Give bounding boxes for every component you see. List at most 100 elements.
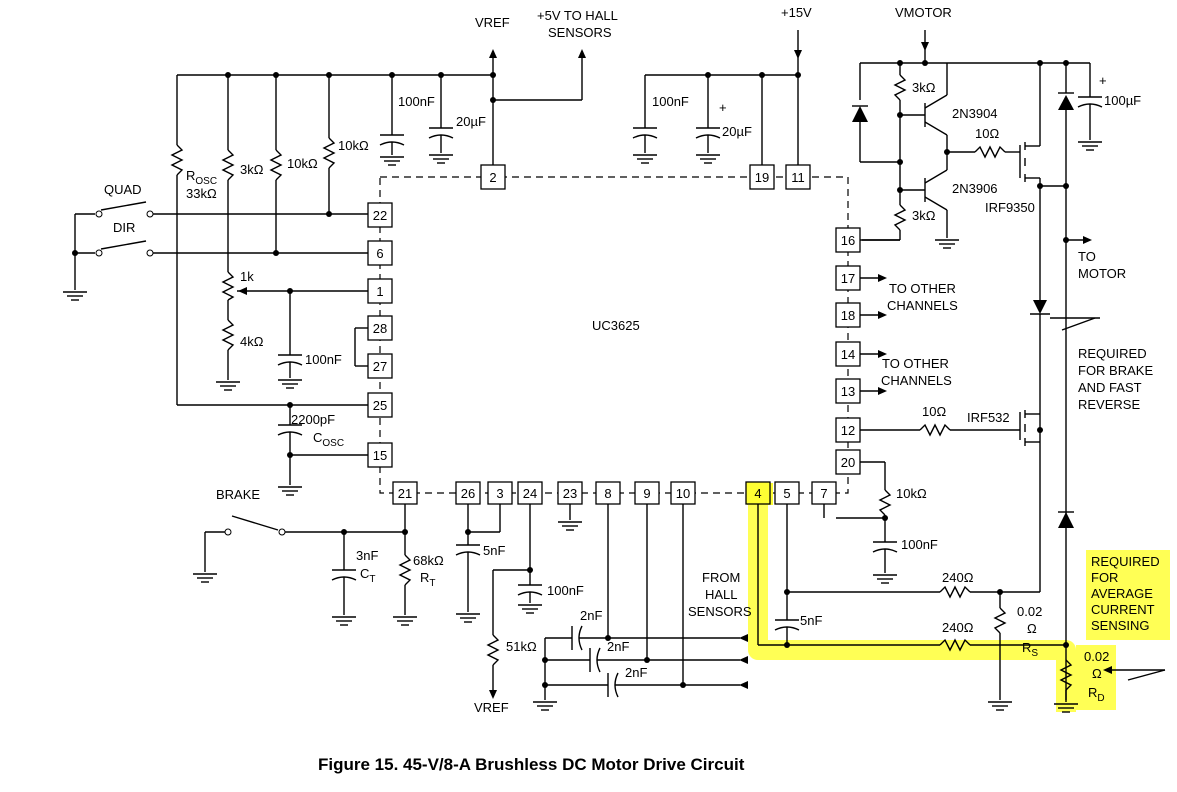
to-other-channels-a-2: CHANNELS [887,298,958,313]
svg-text:0.02: 0.02 [1084,649,1109,664]
right-side-wiring [823,239,1020,584]
svg-text:RD: RD [1088,685,1105,704]
pin-19: 19 [749,164,775,190]
svg-text:3nF: 3nF [356,548,378,563]
svg-text:2N3906: 2N3906 [952,181,998,196]
pin-1: 1 [367,278,393,304]
svg-text:10Ω: 10Ω [922,404,946,419]
to-motor-label: TO [1078,249,1096,264]
vref-bottom-label: VREF [474,700,509,715]
svg-text:23: 23 [563,486,577,501]
pin-7: 7 [811,481,837,505]
svg-text:22: 22 [373,208,387,223]
svg-text:3: 3 [496,486,503,501]
svg-text:2: 2 [489,170,496,185]
chip-outline [379,176,849,494]
pin-18: 18 [835,302,861,328]
pin-23: 23 [557,481,583,505]
svg-text:+: + [1099,73,1107,88]
pin-8: 8 [595,481,621,505]
v15-label: +15V [781,5,812,20]
svg-text:10kΩ: 10kΩ [338,138,369,153]
svg-text:RT: RT [420,570,436,589]
svg-text:100nF: 100nF [398,94,435,109]
svg-text:20: 20 [841,455,855,470]
svg-text:17: 17 [841,271,855,286]
svg-text:ROSC: ROSC [186,168,217,187]
avg-current-note-3: AVERAGE [1091,586,1153,601]
pin-12: 12 [835,417,861,443]
svg-text:100nF: 100nF [901,537,938,552]
svg-text:CT: CT [360,566,376,585]
pin-9: 9 [634,481,660,505]
to-other-channels-b-2: CHANNELS [881,373,952,388]
vmotor-section [852,30,1103,700]
svg-text:2200pF: 2200pF [291,412,335,427]
pin-26: 26 [455,481,481,505]
svg-text:20µF: 20µF [456,114,486,129]
svg-text:10Ω: 10Ω [975,126,999,141]
top-rails [177,30,802,165]
pin-5: 5 [774,481,800,505]
svg-text:4kΩ: 4kΩ [240,334,264,349]
svg-text:1: 1 [376,284,383,299]
svg-text:3kΩ: 3kΩ [912,208,936,223]
svg-text:2nF: 2nF [625,665,647,680]
svg-text:19: 19 [755,170,769,185]
svg-text:5nF: 5nF [800,613,822,628]
svg-text:2nF: 2nF [580,608,602,623]
svg-text:100nF: 100nF [652,94,689,109]
vmotor-label: VMOTOR [895,5,952,20]
pin-27: 27 [367,353,393,379]
svg-text:10: 10 [676,486,690,501]
svg-text:20µF: 20µF [722,124,752,139]
svg-text:3kΩ: 3kΩ [912,80,936,95]
top-middle-caps [632,75,721,164]
svg-text:28: 28 [373,321,387,336]
svg-text:240Ω: 240Ω [942,570,974,585]
figure-caption: Figure 15. 45-V/8-A Brushless DC Motor D… [318,755,745,774]
avg-current-note: REQUIRED [1091,554,1160,569]
svg-text:11: 11 [791,170,805,185]
pin-28: 28 [367,315,393,341]
pin-24: 24 [517,481,543,505]
pin-11: 11 [785,164,811,190]
svg-text:21: 21 [398,486,412,501]
hall-supply-label: +5V TO HALL [537,8,618,23]
svg-text:IRF532: IRF532 [967,410,1010,425]
svg-text:5nF: 5nF [483,543,505,558]
pin-15: 15 [367,442,393,468]
pin-4: 4 [745,481,771,505]
svg-text:RS: RS [1022,640,1038,659]
svg-text:16: 16 [841,233,855,248]
chip-name: UC3625 [592,318,640,333]
svg-text:24: 24 [523,486,537,501]
pin-13: 13 [835,378,861,404]
pin-22: 22 [367,202,393,228]
svg-text:3kΩ: 3kΩ [240,162,264,177]
pin-17: 17 [835,265,861,291]
pin-10: 10 [670,481,696,505]
svg-text:9: 9 [643,486,650,501]
svg-text:51kΩ: 51kΩ [506,639,537,654]
svg-text:2N3904: 2N3904 [952,106,998,121]
to-other-channels-a: TO OTHER [889,281,956,296]
svg-text:6: 6 [376,246,383,261]
svg-text:100µF: 100µF [1104,93,1141,108]
pin-21: 21 [392,481,418,505]
svg-text:1k: 1k [240,269,254,284]
svg-text:+: + [719,100,727,115]
avg-current-note-4: CURRENT [1091,602,1155,617]
pin-14: 14 [835,341,861,367]
pin-6: 6 [367,240,393,266]
brake-note-4: REVERSE [1078,397,1140,412]
brake-note-2: FOR BRAKE [1078,363,1153,378]
pin-3: 3 [487,481,513,505]
pin-2: 2 [480,164,506,190]
svg-text:240Ω: 240Ω [942,620,974,635]
dir-label: DIR [113,220,135,235]
svg-text:26: 26 [461,486,475,501]
brake-note: REQUIRED [1078,346,1147,361]
quad-dir-switches [62,201,368,301]
svg-text:33kΩ: 33kΩ [186,186,217,201]
